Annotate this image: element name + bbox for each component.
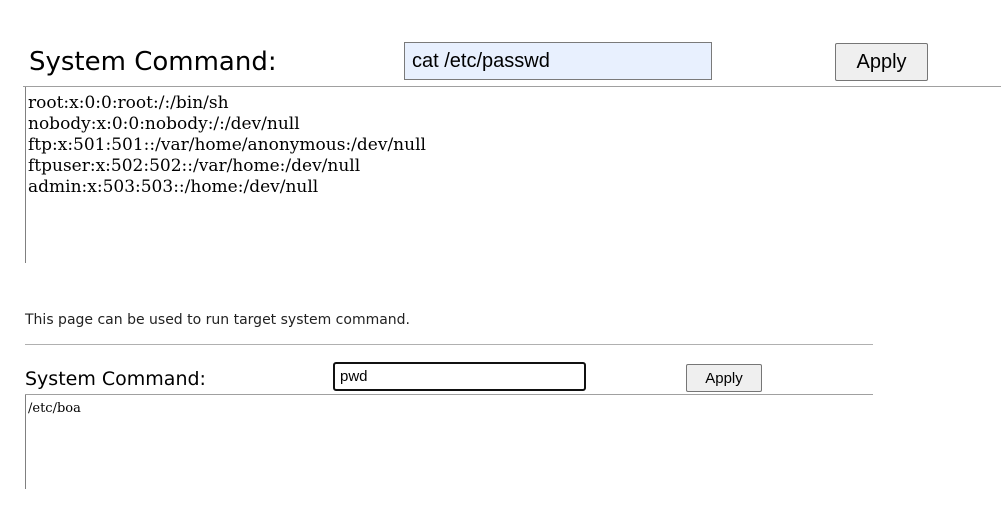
output-line: ftp:x:501:501::/var/home/anonymous:/dev/…: [28, 135, 426, 155]
output-line: root:x:0:0:root:/:/bin/sh: [28, 93, 229, 113]
page-description: This page can be used to run target syst…: [25, 312, 411, 328]
separator-line: [23, 86, 1001, 87]
output-line: ftpuser:x:502:502::/var/home:/dev/null: [28, 156, 361, 176]
output-line: nobody:x:0:0:nobody:/:/dev/null: [28, 114, 300, 134]
system-command-label: System Command:: [25, 368, 206, 390]
apply-button[interactable]: Apply: [835, 43, 928, 81]
separator-line: [25, 394, 873, 395]
output-line: /etc/boa: [28, 401, 81, 416]
apply-button[interactable]: Apply: [686, 364, 762, 392]
output-line: admin:x:503:503::/home:/dev/null: [28, 177, 319, 197]
command-output-textarea[interactable]: /etc/boa: [25, 395, 873, 489]
separator-line: [25, 344, 873, 345]
command-input[interactable]: [333, 362, 586, 391]
command-input[interactable]: [404, 42, 712, 80]
system-command-label: System Command:: [29, 47, 277, 77]
